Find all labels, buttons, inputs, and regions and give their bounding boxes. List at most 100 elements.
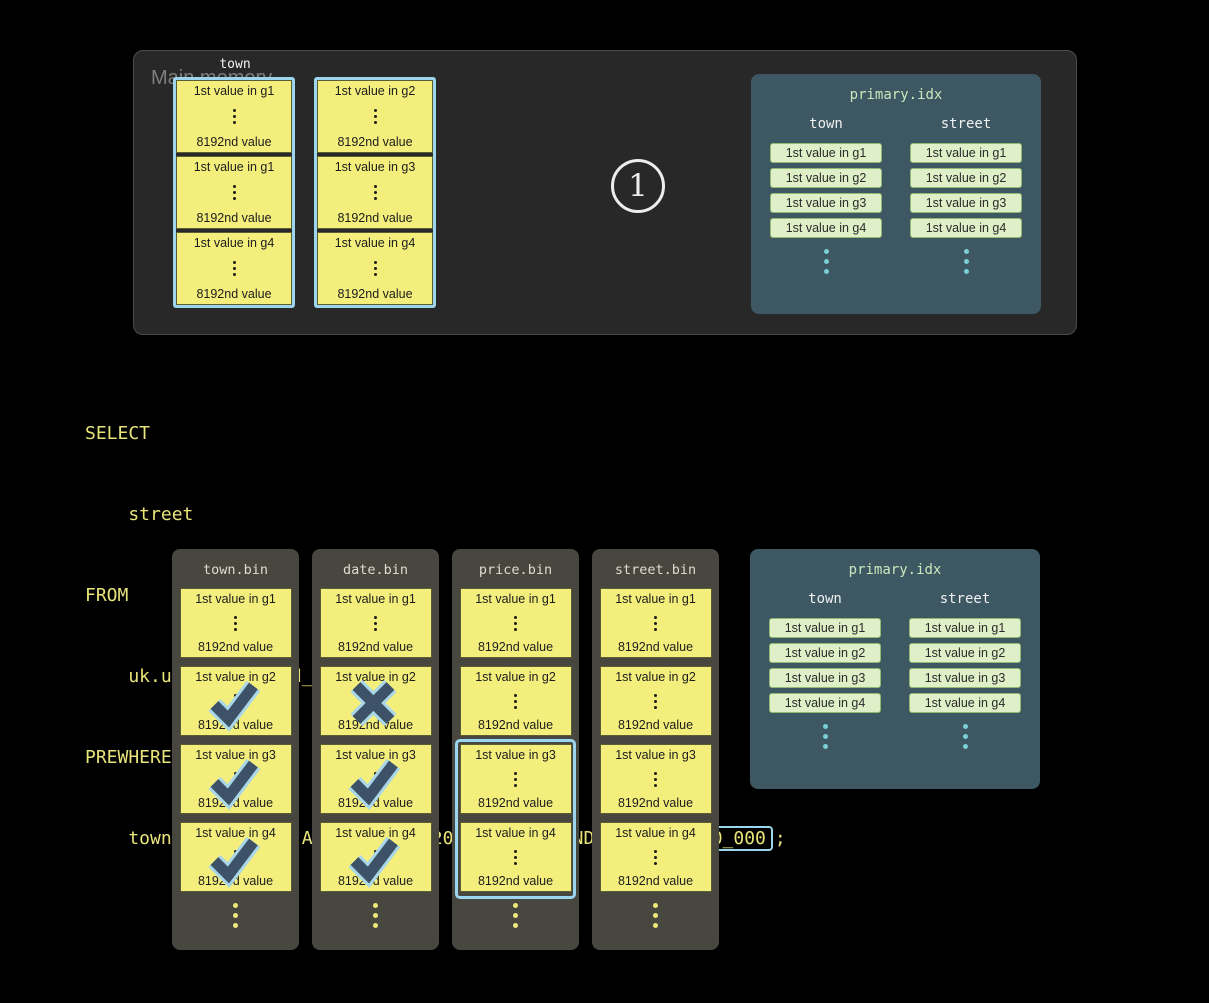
query-line: street [85, 504, 194, 525]
memory-granule-stack-right: 1st value in g2 8192nd value 1st value i… [314, 77, 436, 308]
granule-last-value: 8192nd value [477, 717, 554, 732]
granule-last-value: 8192nd value [197, 795, 274, 810]
idx-column-street: street 1st value in g1 1st value in g2 1… [910, 116, 1022, 274]
granule-first-value: 1st value in g3 [335, 748, 416, 762]
granule-first-value: 1st value in g4 [195, 826, 276, 840]
granule-first-value: 1st value in g3 [334, 160, 416, 174]
primary-idx-title: primary.idx [849, 87, 943, 103]
vertical-dots-icon [172, 903, 299, 928]
idx-column-town: town 1st value in g1 1st value in g2 1st… [769, 591, 881, 749]
granule-block: 1st value in g3 8192nd value [319, 744, 432, 814]
vertical-dots-icon [654, 615, 657, 631]
granule-block: 1st value in g4 8192nd value [176, 232, 292, 305]
idx-entry: 1st value in g2 [910, 168, 1022, 188]
granule-block: 1st value in g1 8192nd value [176, 156, 292, 229]
granule-last-value: 8192nd value [337, 873, 414, 888]
primary-idx-panel-bottom: primary.idx town 1st value in g1 1st val… [750, 549, 1040, 789]
granule-last-value: 8192nd value [337, 286, 413, 301]
granule-first-value: 1st value in g1 [475, 592, 556, 606]
vertical-dots-icon [514, 771, 517, 787]
bin-title: town.bin [202, 562, 269, 578]
vertical-dots-icon [374, 771, 377, 787]
granule-last-value: 8192nd value [196, 286, 272, 301]
granule-block: 1st value in g1 8192nd value [459, 588, 572, 658]
idx-entry: 1st value in g4 [910, 218, 1022, 238]
granule-last-value: 8192nd value [197, 639, 274, 654]
idx-entry: 1st value in g2 [769, 643, 881, 663]
memory-granule-stack-left: 1st value in g1 8192nd value 1st value i… [173, 77, 295, 308]
vertical-dots-icon [234, 849, 237, 865]
granule-last-value: 8192nd value [196, 134, 272, 149]
vertical-dots-icon [232, 109, 236, 124]
granule-block: 1st value in g2 8192nd value [459, 666, 572, 736]
vertical-dots-icon [234, 771, 237, 787]
vertical-dots-icon [822, 724, 828, 749]
granule-first-value: 1st value in g1 [195, 592, 276, 606]
query-line: FROM [85, 585, 129, 606]
granule-block: 1st value in g4 8192nd value [319, 822, 432, 892]
vertical-dots-icon [232, 185, 236, 200]
granule-first-value: 1st value in g4 [615, 826, 696, 840]
vertical-dots-icon [312, 903, 439, 928]
vertical-dots-icon [374, 615, 377, 631]
vertical-dots-icon [234, 615, 237, 631]
town-column-label: town [219, 57, 251, 72]
idx-column-header: town [808, 591, 842, 607]
granule-block: 1st value in g4 8192nd value [317, 232, 433, 305]
idx-entry: 1st value in g4 [770, 218, 882, 238]
idx-column-town: town 1st value in g1 1st value in g2 1st… [770, 116, 882, 274]
vertical-dots-icon [654, 849, 657, 865]
granule-block: 1st value in g4 8192nd value [599, 822, 712, 892]
primary-idx-title: primary.idx [848, 562, 942, 578]
granule-last-value: 8192nd value [337, 717, 414, 732]
granule-block: 1st value in g3 8192nd value [459, 744, 572, 814]
bin-title: price.bin [478, 562, 553, 578]
idx-column-header: street [939, 591, 991, 607]
granule-first-value: 1st value in g3 [195, 748, 276, 762]
granule-block: 1st value in g1 8192nd value [176, 80, 292, 153]
granule-block: 1st value in g2 8192nd value [179, 666, 292, 736]
idx-entry: 1st value in g2 [909, 643, 1021, 663]
granule-block: 1st value in g3 8192nd value [317, 156, 433, 229]
granule-last-value: 8192nd value [617, 717, 694, 732]
main-memory-panel: Main memory town 1st value in g1 8192nd … [133, 50, 1077, 335]
bin-title: street.bin [614, 562, 697, 578]
granule-first-value: 1st value in g4 [193, 236, 275, 250]
vertical-dots-icon [514, 849, 517, 865]
idx-column-street: street 1st value in g1 1st value in g2 1… [909, 591, 1021, 749]
granule-block: 1st value in g3 8192nd value [599, 744, 712, 814]
granule-block: 1st value in g4 8192nd value [459, 822, 572, 892]
granule-block: 1st value in g4 8192nd value [179, 822, 292, 892]
granule-last-value: 8192nd value [196, 210, 272, 225]
granule-first-value: 1st value in g2 [334, 84, 416, 98]
date-bin-column: date.bin 1st value in g1 8192nd value 1s… [312, 549, 439, 950]
granule-block: 1st value in g1 8192nd value [179, 588, 292, 658]
granule-last-value: 8192nd value [337, 134, 413, 149]
street-bin-column: street.bin 1st value in g1 8192nd value … [592, 549, 719, 950]
vertical-dots-icon [514, 615, 517, 631]
idx-entry: 1st value in g1 [909, 618, 1021, 638]
granule-first-value: 1st value in g2 [195, 670, 276, 684]
vertical-dots-icon [373, 185, 377, 200]
granule-last-value: 8192nd value [617, 795, 694, 810]
idx-entry: 1st value in g3 [910, 193, 1022, 213]
granule-block: 1st value in g2 8192nd value [599, 666, 712, 736]
granule-last-value: 8192nd value [337, 639, 414, 654]
idx-entry: 1st value in g3 [769, 668, 881, 688]
granule-last-value: 8192nd value [337, 210, 413, 225]
idx-entry: 1st value in g1 [769, 618, 881, 638]
granule-first-value: 1st value in g3 [475, 748, 556, 762]
granule-first-value: 1st value in g2 [615, 670, 696, 684]
town-bin-column: town.bin 1st value in g1 8192nd value 1s… [172, 549, 299, 950]
granule-last-value: 8192nd value [617, 639, 694, 654]
vertical-dots-icon [232, 261, 236, 276]
price-bin-column: price.bin 1st value in g1 8192nd value 1… [452, 549, 579, 950]
idx-entry: 1st value in g4 [909, 693, 1021, 713]
granule-block: 1st value in g1 8192nd value [599, 588, 712, 658]
granule-first-value: 1st value in g3 [615, 748, 696, 762]
granule-first-value: 1st value in g4 [334, 236, 416, 250]
vertical-dots-icon [514, 693, 517, 709]
idx-entry: 1st value in g1 [910, 143, 1022, 163]
bin-title: date.bin [342, 562, 409, 578]
